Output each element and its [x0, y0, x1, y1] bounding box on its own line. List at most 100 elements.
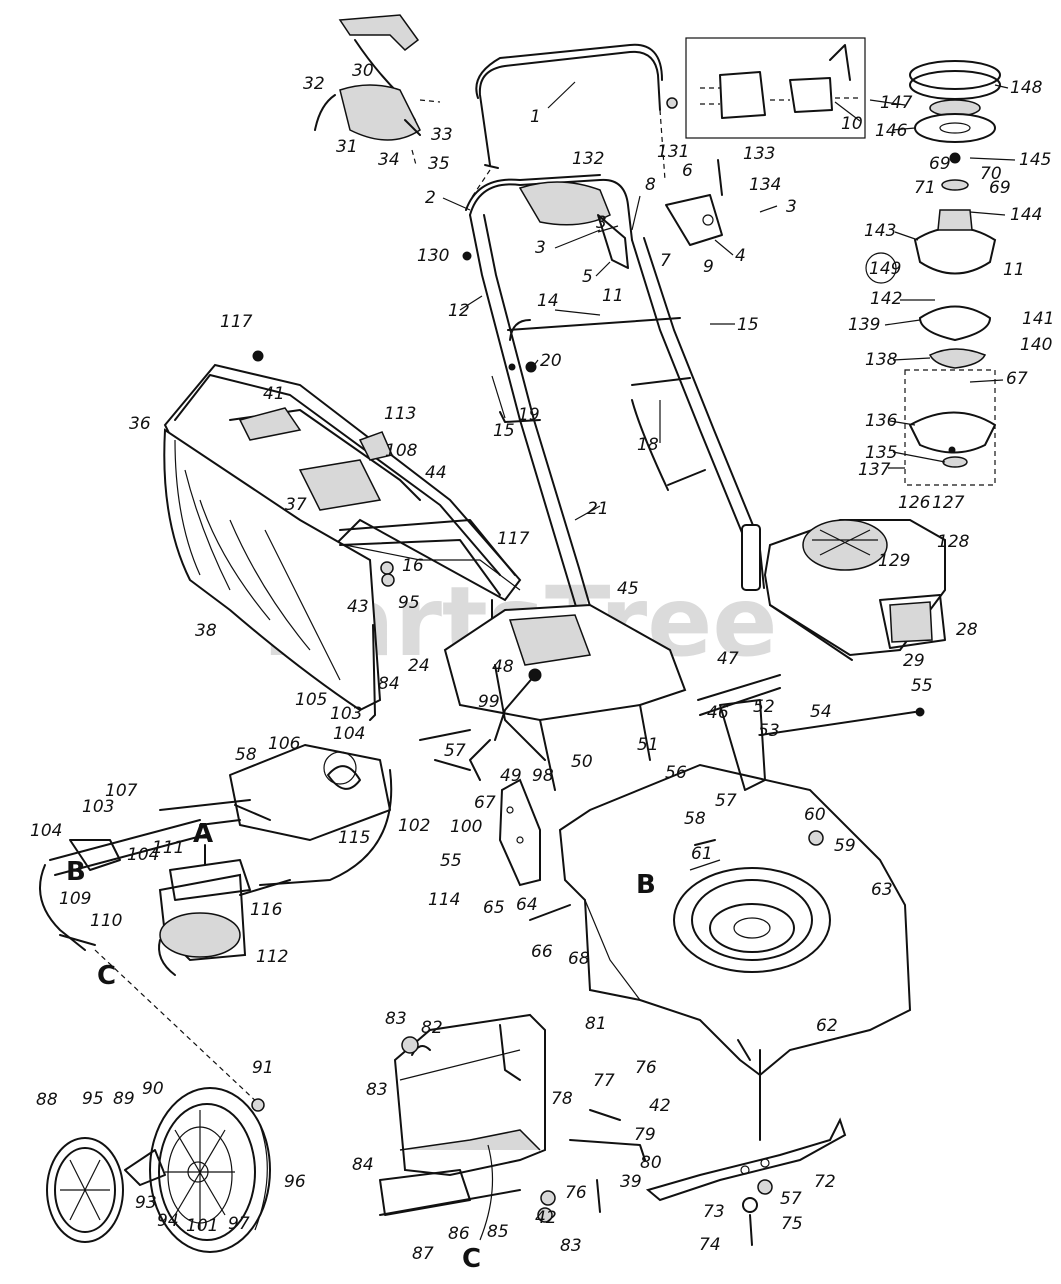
callout-134: 134 [749, 175, 781, 195]
control-bail [518, 159, 723, 491]
callout-16: 16 [402, 556, 424, 576]
callout-137: 137 [858, 460, 891, 480]
callout-91: 91 [252, 1058, 274, 1078]
callout-117: 117 [497, 529, 530, 549]
callout-59: 59 [834, 836, 856, 856]
hardware-fasteners [204, 97, 925, 1223]
callout-105: 105 [295, 690, 327, 710]
callout-97: 97 [228, 1214, 250, 1234]
callout-88: 88 [36, 1090, 58, 1110]
callout-130: 130 [417, 246, 449, 266]
callout-77: 77 [593, 1071, 615, 1091]
callout-114: 114 [428, 890, 460, 910]
callout-24: 24 [408, 656, 430, 676]
callout-103: 103 [330, 704, 362, 724]
callout-76: 76 [565, 1183, 587, 1203]
callout-19: 19 [518, 405, 540, 425]
rear-axle [49, 799, 271, 876]
callout-10: 10 [841, 114, 863, 134]
callout-67: 67 [1006, 369, 1028, 389]
callout-82: 82 [421, 1018, 443, 1038]
callout-144: 144 [1010, 205, 1042, 225]
callout-70: 70 [980, 164, 1002, 184]
callout-36: 36 [129, 414, 151, 434]
mower-deck [558, 763, 912, 1141]
callout-132: 132 [572, 149, 604, 169]
callout-140: 140 [1020, 335, 1052, 355]
callout-106: 106 [268, 734, 301, 754]
callout-135: 135 [865, 443, 897, 463]
callout-85: 85 [487, 1222, 509, 1242]
callout-12: 12 [448, 301, 470, 321]
callout-9: 9 [703, 257, 714, 277]
callout-48: 48 [492, 657, 514, 677]
callout-131: 131 [657, 142, 689, 162]
callout-83: 83 [560, 1236, 582, 1256]
callout-3: 3 [596, 213, 607, 233]
callout-72: 72 [814, 1172, 836, 1192]
callout-43: 43 [347, 597, 369, 617]
callout-98: 98 [532, 766, 554, 786]
callout-38: 38 [195, 621, 217, 641]
transmission [158, 859, 291, 976]
drive-pulley [229, 729, 471, 886]
drive-cable [39, 864, 261, 1106]
callout-89: 89 [113, 1089, 135, 1109]
callout-139: 139 [848, 315, 880, 335]
callout-116: 116 [250, 900, 283, 920]
callout-34: 34 [378, 150, 400, 170]
callout-145: 145 [1019, 150, 1051, 170]
rear-baffle [443, 603, 687, 791]
callout-81: 81 [585, 1014, 607, 1034]
section-reference-letters: A B B C C [66, 819, 656, 1274]
callout-111: 111 [152, 838, 184, 858]
callout-47: 47 [717, 649, 739, 669]
callout-146: 146 [875, 121, 908, 141]
section-letter-b-left: B [66, 857, 86, 887]
callout-39: 39 [620, 1172, 642, 1192]
callout-101: 101 [186, 1216, 218, 1236]
callout-80: 80 [640, 1153, 662, 1173]
callout-74: 74 [699, 1235, 721, 1255]
callout-29: 29 [903, 651, 925, 671]
height-adjuster [469, 668, 916, 887]
callout-21: 21 [587, 499, 609, 519]
section-letter-b-right: B [636, 870, 656, 900]
section-letter-c-bottom: C [462, 1244, 481, 1274]
callout-108: 108 [385, 441, 418, 461]
callout-57: 57 [444, 741, 466, 761]
callout-11: 11 [1003, 260, 1025, 280]
callout-57: 57 [715, 791, 737, 811]
callout-95: 95 [82, 1089, 104, 1109]
callout-143: 143 [864, 221, 896, 241]
callout-69: 69 [929, 154, 951, 174]
callout-57: 57 [780, 1189, 802, 1209]
callout-68: 68 [568, 949, 590, 969]
callout-117: 117 [220, 312, 253, 332]
callout-90: 90 [142, 1079, 164, 1099]
callout-142: 142 [870, 289, 902, 309]
callout-149: 149 [869, 259, 901, 279]
callout-63: 63 [871, 880, 893, 900]
callout-15: 15 [737, 315, 759, 335]
wheel-adjuster-housing [379, 1013, 646, 1241]
callout-79: 79 [634, 1125, 656, 1145]
callout-76: 76 [635, 1058, 657, 1078]
leader-lines [442, 81, 1016, 521]
callout-31: 31 [336, 137, 358, 157]
callout-11: 11 [602, 286, 624, 306]
callout-127: 127 [932, 493, 965, 513]
callout-104: 104 [127, 845, 159, 865]
callout-129: 129 [878, 551, 910, 571]
callout-32: 32 [303, 74, 325, 94]
callout-60: 60 [804, 805, 826, 825]
callout-52: 52 [753, 697, 775, 717]
callout-64: 64 [516, 895, 538, 915]
callout-42: 42 [649, 1096, 671, 1116]
callout-18: 18 [637, 435, 659, 455]
hub-cap [46, 1137, 166, 1243]
callout-4: 4 [735, 246, 746, 266]
callout-67: 67 [474, 793, 496, 813]
